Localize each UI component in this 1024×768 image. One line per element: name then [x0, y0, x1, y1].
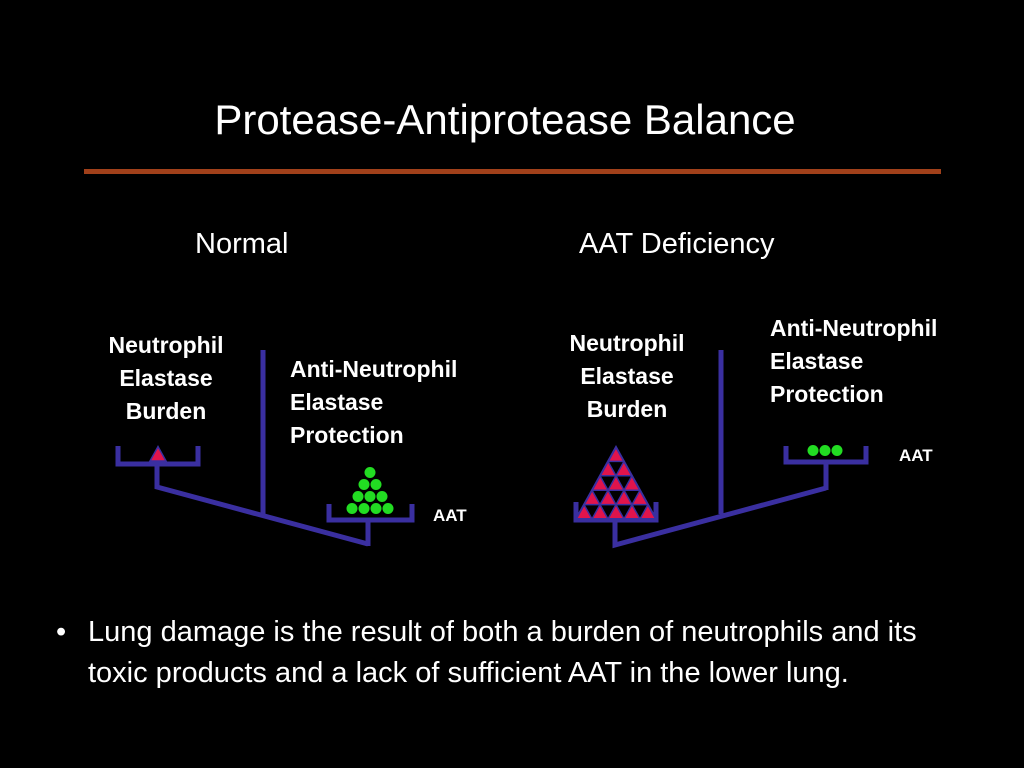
- normal-burden-line-2: Elastase: [119, 365, 213, 391]
- deficiency-right-pan: [783, 446, 869, 465]
- normal-right-pan: [326, 504, 415, 523]
- deficiency-aat-group: [807, 445, 843, 456]
- deficiency-aat-dot: [831, 445, 843, 456]
- title-divider: [84, 169, 941, 174]
- deficiency-elastase-marker: [614, 459, 634, 477]
- deficiency-protection-line-3: Protection: [770, 381, 884, 407]
- normal-protection-line-3: Protection: [290, 422, 404, 448]
- normal-aat-dot: [370, 503, 382, 514]
- deficiency-protection-line-1: Anti-Neutrophil: [770, 315, 938, 341]
- deficiency-burden-line-2: Elastase: [580, 363, 674, 389]
- bullet-text: Lung damage is the result of both a burd…: [88, 616, 917, 689]
- deficiency-elastase-marker: [614, 488, 634, 506]
- bullet-item: • Lung damage is the result of both a bu…: [56, 612, 976, 694]
- normal-aat-dot: [364, 491, 376, 502]
- deficiency-protection-line-2: Elastase: [770, 348, 864, 374]
- normal-protection-line-1: Anti-Neutrophil: [290, 356, 458, 382]
- bullet-marker: •: [56, 616, 67, 648]
- normal-elastase-marker: [148, 445, 168, 462]
- deficiency-scale-beam: [612, 485, 827, 549]
- normal-aat-dot: [370, 479, 382, 490]
- normal-burden-label: Neutrophil Elastase Burden: [86, 329, 246, 428]
- normal-aat-dot: [376, 491, 388, 502]
- deficiency-aat-dot: [807, 445, 819, 456]
- bullet-list: • Lung damage is the result of both a bu…: [56, 612, 976, 694]
- deficiency-elastase-marker: [622, 503, 642, 520]
- deficiency-elastase-marker: [598, 488, 618, 506]
- normal-left-pan: [115, 446, 201, 467]
- deficiency-elastase-marker: [630, 488, 650, 506]
- deficiency-balance-scale: [573, 350, 869, 549]
- deficiency-elastase-marker: [622, 474, 642, 491]
- deficiency-aat-label: AAT: [899, 446, 933, 465]
- deficiency-aat-dot: [819, 445, 831, 456]
- slide-title: Protease-Antiprotease Balance: [214, 96, 796, 143]
- normal-aat-group: [346, 467, 394, 514]
- normal-aat-dot: [382, 503, 394, 514]
- normal-balance-scale: [115, 350, 415, 547]
- deficiency-elastase-marker: [590, 503, 610, 520]
- deficiency-burden-label: Neutrophil Elastase Burden: [547, 327, 707, 426]
- deficiency-burden-line-3: Burden: [586, 396, 668, 422]
- deficiency-elastase-marker: [582, 488, 602, 506]
- normal-aat-dot: [346, 503, 358, 514]
- normal-aat-dot: [358, 503, 370, 514]
- normal-protection-label: Anti-Neutrophil Elastase Protection: [290, 353, 457, 452]
- normal-aat-label: AAT: [433, 506, 467, 525]
- normal-aat-dot: [358, 479, 370, 490]
- normal-heading: Normal: [195, 228, 289, 260]
- normal-aat-dot: [352, 491, 364, 502]
- deficiency-elastase-marker: [606, 474, 626, 491]
- normal-burden-line-3: Burden: [125, 398, 207, 424]
- deficiency-elastase-group: [574, 444, 658, 520]
- deficiency-elastase-marker: [598, 459, 618, 477]
- normal-burden-line-1: Neutrophil: [108, 332, 224, 358]
- deficiency-heading: AAT Deficiency: [579, 228, 775, 260]
- deficiency-protection-label: Anti-Neutrophil Elastase Protection: [770, 312, 937, 411]
- deficiency-elastase-marker: [606, 445, 626, 463]
- deficiency-elastase-marker: [590, 474, 610, 491]
- normal-protection-line-2: Elastase: [290, 389, 384, 415]
- deficiency-elastase-pile-outline: [574, 444, 658, 520]
- normal-scale-beam: [154, 466, 369, 547]
- deficiency-burden-line-1: Neutrophil: [569, 330, 685, 356]
- deficiency-elastase-marker: [606, 503, 626, 520]
- normal-elastase-group: [148, 445, 168, 462]
- normal-aat-dot: [364, 467, 376, 478]
